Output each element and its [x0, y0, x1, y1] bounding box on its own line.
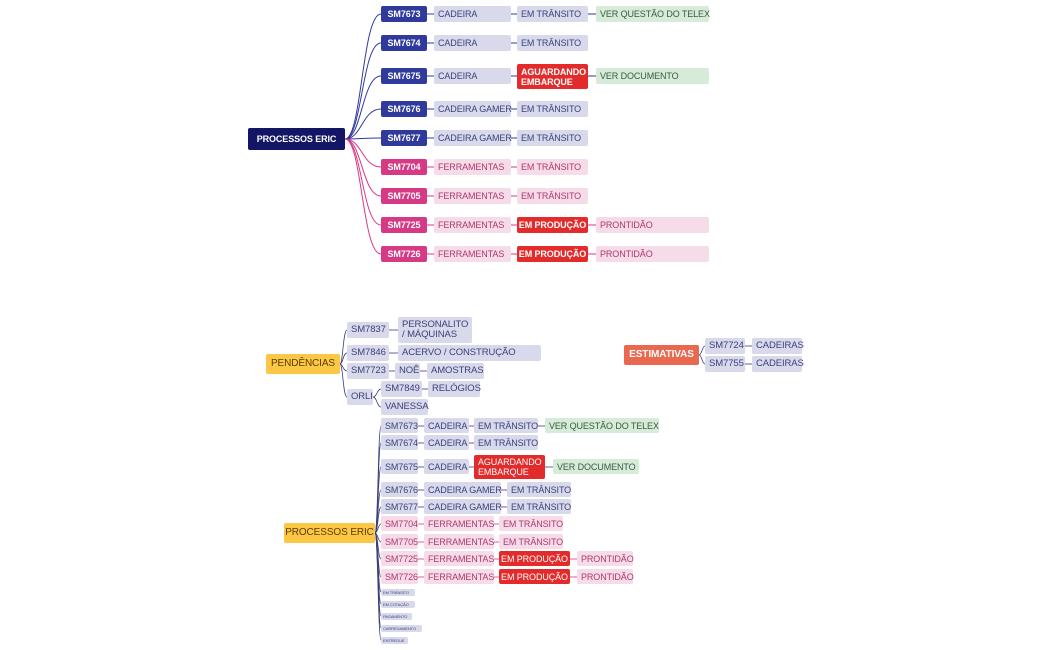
status-label[interactable]: EM TRÂNSITO	[474, 418, 538, 433]
process-code[interactable]: SM7705	[381, 188, 427, 204]
item-label[interactable]: FERRAMENTAS	[424, 516, 494, 531]
item-label[interactable]: FERRAMENTAS	[434, 159, 511, 175]
status-label[interactable]: EM TRÂNSITO	[517, 159, 588, 175]
note-label[interactable]: VER QUESTÃO DO TELEX	[545, 418, 659, 433]
legend-item[interactable]: EM TRÂNSITO	[381, 589, 415, 596]
detail-label[interactable]: RELÓGIOS	[428, 381, 481, 397]
detail-label[interactable]: ACERVO / CONSTRUÇÃO	[398, 345, 541, 361]
status-label[interactable]: EM TRÂNSITO	[517, 101, 588, 117]
status-label[interactable]: EM TRÂNSITO	[507, 499, 571, 514]
process-code[interactable]: SM7704	[381, 516, 418, 531]
item-label[interactable]: FERRAMENTAS	[434, 188, 511, 204]
note-label[interactable]: VER DOCUMENTO	[596, 68, 709, 84]
item-label[interactable]: FERRAMENTAS	[424, 534, 494, 549]
root-estimativas[interactable]: ESTIMATIVAS	[624, 345, 699, 365]
item-label[interactable]: CADEIRA GAMER	[434, 130, 512, 146]
status-alert[interactable]: EM PRODUÇÃO	[517, 246, 588, 262]
note-label[interactable]: PRONTIDÃO	[577, 569, 634, 584]
note-label[interactable]: PRONTIDÃO	[596, 246, 709, 262]
note-label[interactable]: PRONTIDÃO	[596, 217, 709, 233]
detail-label[interactable]: CADEIRAS	[752, 356, 804, 372]
item-label[interactable]: FERRAMENTAS	[424, 569, 494, 584]
item-label[interactable]: CADEIRA	[424, 459, 469, 474]
status-label[interactable]: EM TRÂNSITO	[517, 188, 588, 204]
person-label[interactable]: VANESSA	[381, 399, 429, 415]
item-label[interactable]: CADEIRA	[434, 68, 511, 84]
item-label[interactable]: CADEIRA GAMER	[424, 482, 502, 497]
item-label[interactable]: CADEIRA GAMER	[424, 499, 502, 514]
process-code[interactable]: SM7726	[381, 246, 427, 262]
status-label[interactable]: EM TRÂNSITO	[517, 35, 588, 51]
status-alert[interactable]: EM PRODUÇÃO	[499, 551, 570, 566]
process-code[interactable]: SM7724	[705, 338, 745, 354]
note-label[interactable]: VER QUESTÃO DO TELEX	[596, 6, 710, 22]
item-label[interactable]: CADEIRA GAMER	[434, 101, 512, 117]
process-code[interactable]: SM7846	[347, 345, 389, 361]
process-code[interactable]: SM7674	[381, 435, 418, 450]
root-pendencias[interactable]: PENDÊNCIAS	[266, 354, 340, 374]
root-processos-eric-2[interactable]: PROCESSOS ERIC	[284, 523, 375, 543]
process-code[interactable]: SM7676	[381, 101, 427, 117]
item-label[interactable]: FERRAMENTAS	[434, 217, 511, 233]
status-alert[interactable]: EM PRODUÇÃO	[517, 217, 588, 233]
item-label[interactable]: CADEIRA	[434, 6, 511, 22]
item-label[interactable]: CADEIRA	[424, 418, 469, 433]
process-code[interactable]: SM7704	[381, 159, 427, 175]
process-code[interactable]: SM7837	[347, 322, 389, 338]
note-label[interactable]: PRONTIDÃO	[577, 551, 634, 566]
legend-item[interactable]: ENTREGUE	[381, 637, 408, 644]
process-code[interactable]: SM7673	[381, 418, 418, 433]
status-alert[interactable]: AGUARDANDO EMBARQUE	[517, 64, 588, 89]
legend-item[interactable]: PAGAMENTO	[381, 613, 412, 620]
process-code[interactable]: SM7677	[381, 499, 418, 514]
process-code[interactable]: SM7755	[705, 356, 745, 372]
process-code[interactable]: SM7674	[381, 35, 427, 51]
status-label[interactable]: EM TRÂNSITO	[499, 516, 563, 531]
detail-label[interactable]: CADEIRAS	[752, 338, 804, 354]
status-alert[interactable]: EM PRODUÇÃO	[499, 569, 570, 584]
status-label[interactable]: EM TRÂNSITO	[517, 6, 588, 22]
status-alert[interactable]: AGUARDANDO EMBARQUE	[474, 455, 545, 479]
status-label[interactable]: EM TRÂNSITO	[507, 482, 571, 497]
person-label[interactable]: ORLI	[347, 389, 373, 405]
process-code[interactable]: SM7677	[381, 130, 427, 146]
item-label[interactable]: FERRAMENTAS	[424, 551, 494, 566]
status-label[interactable]: EM TRÂNSITO	[517, 130, 588, 146]
process-code[interactable]: SM7725	[381, 551, 418, 566]
item-label[interactable]: FERRAMENTAS	[434, 246, 511, 262]
process-code[interactable]: SM7725	[381, 217, 427, 233]
status-label[interactable]: EM TRÂNSITO	[499, 534, 563, 549]
item-label[interactable]: CADEIRA	[434, 35, 511, 51]
process-code[interactable]: SM7675	[381, 459, 418, 474]
legend-item[interactable]: CARREGAMENTO	[381, 625, 422, 632]
status-label[interactable]: EM TRÂNSITO	[474, 435, 538, 450]
note-label[interactable]: VER DOCUMENTO	[553, 459, 639, 474]
detail-label[interactable]: PERSONALITO / MÁQUINAS	[398, 317, 472, 343]
process-code[interactable]: SM7723	[347, 363, 389, 379]
detail-label[interactable]: AMOSTRAS	[427, 363, 484, 379]
process-code[interactable]: SM7849	[381, 381, 422, 397]
root-processos-eric[interactable]: PROCESSOS ERIC	[248, 128, 345, 150]
process-code[interactable]: SM7676	[381, 482, 418, 497]
process-code[interactable]: SM7675	[381, 68, 427, 84]
process-code[interactable]: SM7726	[381, 569, 418, 584]
item-label[interactable]: CADEIRA	[424, 435, 469, 450]
process-code[interactable]: SM7673	[381, 6, 427, 22]
legend-item[interactable]: EM COTAÇÃO	[381, 601, 415, 608]
process-code[interactable]: SM7705	[381, 534, 418, 549]
person-label[interactable]: NOÊ	[395, 363, 420, 379]
